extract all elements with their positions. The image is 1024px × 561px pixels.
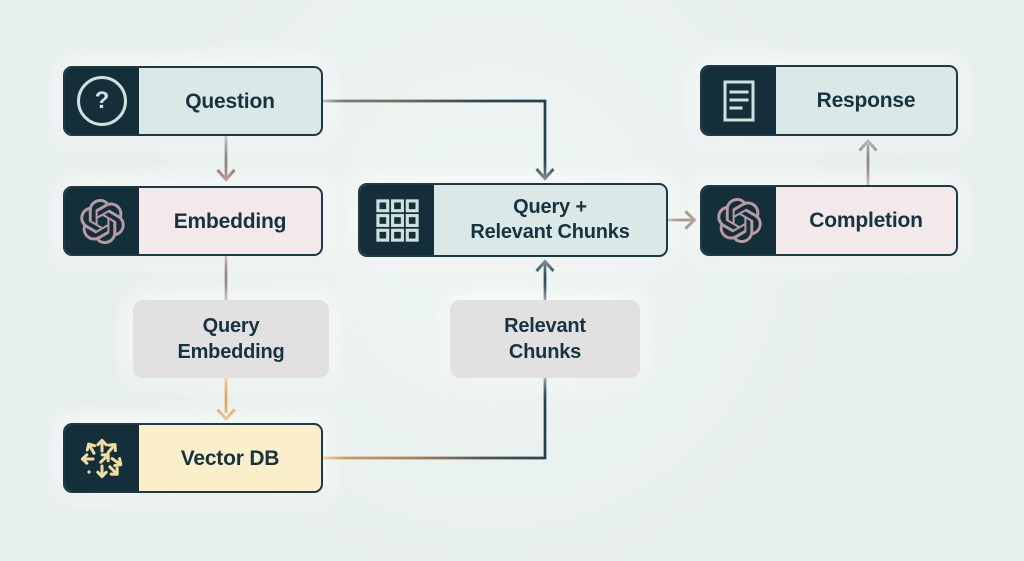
openai-logo-icon (702, 187, 776, 254)
node-query-embedding: Query Embedding (133, 300, 329, 378)
arrowhead-vector-db-query-chunks (535, 259, 555, 273)
node-completion: Completion (700, 185, 958, 256)
node-vector-db: Vector DB (63, 423, 323, 493)
arrowhead-completion-response (858, 138, 878, 152)
grid-icon (360, 185, 434, 255)
node-vector-db-label: Vector DB (180, 446, 280, 470)
question-mark-icon: ? (65, 68, 139, 134)
node-embedding: Embedding (63, 186, 323, 256)
node-embedding-label: Embedding (173, 209, 287, 233)
edge-question-query-chunks (323, 99, 547, 176)
node-question: ? Question (63, 66, 323, 136)
node-completion-label: Completion (809, 209, 923, 232)
node-query-embedding-line1: Query (202, 315, 260, 337)
arrowhead-query-chunks-completion (684, 210, 697, 230)
node-query-chunks-label: Query + Relevant Chunks (434, 185, 666, 255)
node-query-embedding-line2: Embedding (177, 341, 285, 363)
node-relevant-chunks: Relevant Chunks (450, 300, 640, 378)
node-response-label: Response (816, 89, 916, 112)
node-relevant-chunks-line2: Chunks (508, 341, 582, 363)
node-question-label: Question (185, 89, 275, 113)
arrowhead-question-query-chunks (535, 167, 555, 181)
document-icon (702, 67, 776, 134)
arrowhead-question-embedding (216, 168, 236, 182)
node-response: Response (700, 65, 958, 136)
node-query-chunks-line2: Relevant Chunks (470, 221, 630, 243)
node-query-chunks-line1: Query + (513, 196, 587, 218)
arrowhead-query-embedding-vector-db (216, 408, 236, 422)
openai-logo-icon (65, 188, 139, 254)
vector-arrows-icon (65, 425, 139, 491)
node-relevant-chunks-line1: Relevant (504, 315, 586, 337)
node-query-chunks: Query + Relevant Chunks (358, 183, 668, 257)
